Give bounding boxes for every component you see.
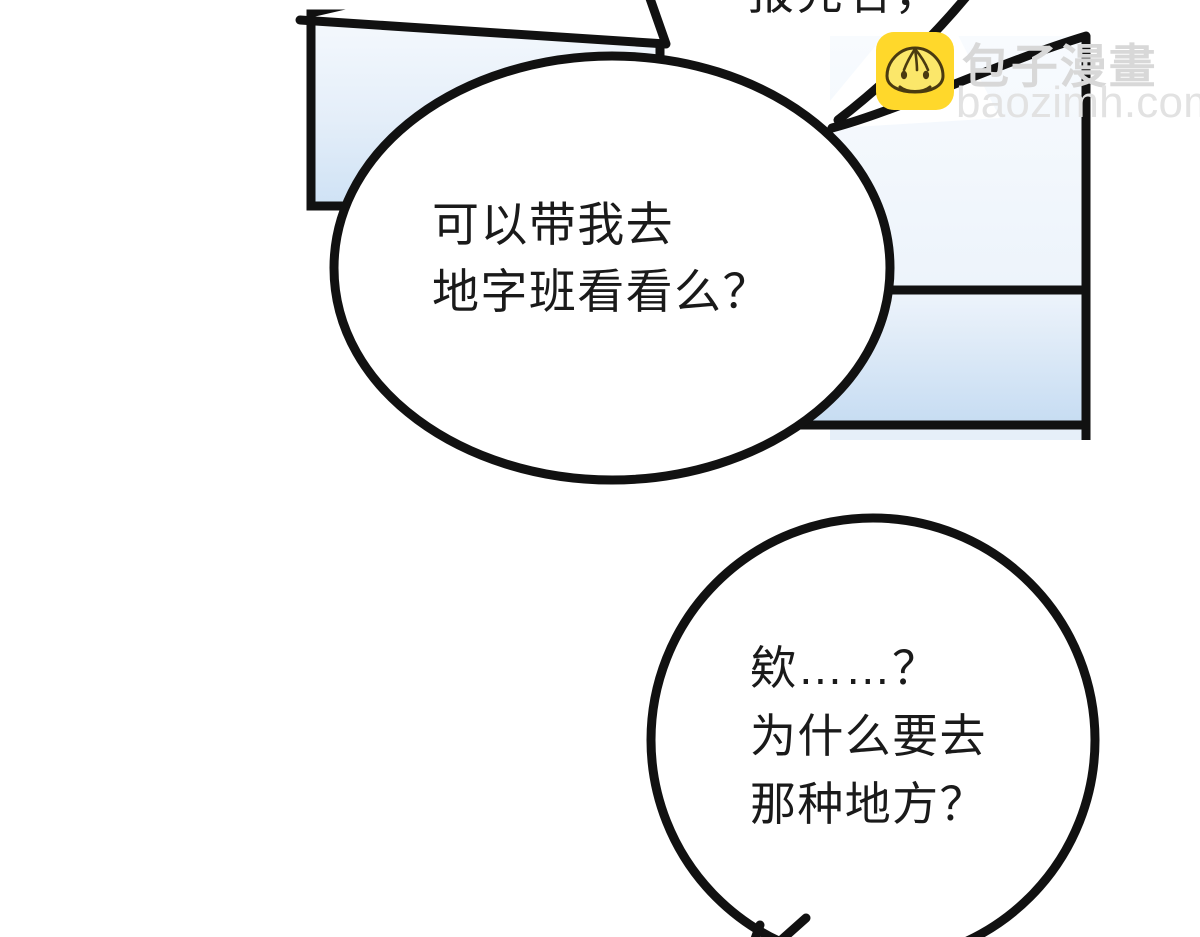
lower-speech-bubble-text: 欸……？ 为什么要去 那种地方？ bbox=[750, 642, 987, 831]
cut-off-top-bubble-text: 报先名， bbox=[748, 0, 943, 20]
main-speech-bubble-text: 可以带我去 地字班看看么？ bbox=[432, 198, 771, 318]
cut-off-top-bubble bbox=[295, 0, 679, 49]
lower-speech-bubble bbox=[646, 513, 1100, 937]
